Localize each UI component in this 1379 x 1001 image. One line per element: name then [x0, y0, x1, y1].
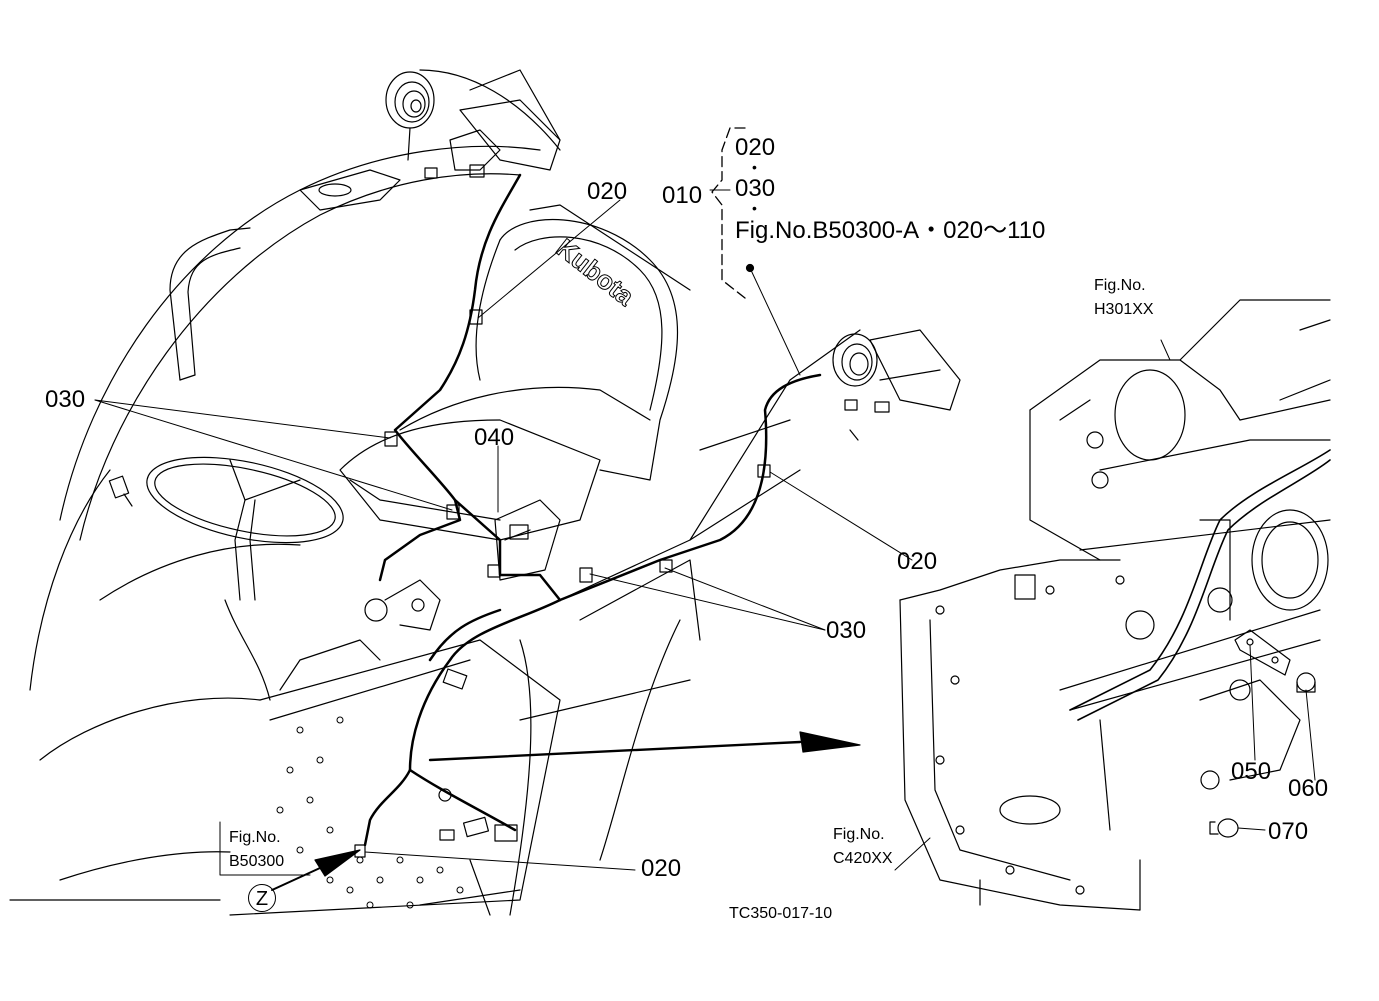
callout-020-right: 020: [897, 548, 938, 575]
leader-lines: [94, 189, 1316, 871]
callout-060: 060: [1288, 775, 1329, 802]
transmission-harness: [1069, 449, 1331, 721]
transmission-housing: [899, 299, 1331, 911]
left-connector: [108, 475, 133, 507]
callout-030-mid: 030: [826, 617, 867, 644]
group-bracket-010: [711, 127, 746, 299]
operator-seat: [339, 204, 691, 541]
steering-wheel: [146, 456, 344, 701]
figref-frame: [219, 821, 311, 876]
view-arrow-right: [428, 740, 802, 762]
figref-c420-line2: C420XX: [833, 850, 893, 867]
callout-030-group: 030: [735, 175, 776, 202]
callout-020-group: 020: [735, 134, 776, 161]
drawing-code: TC350-017-10: [729, 905, 833, 922]
separator-dot-2: •: [752, 200, 757, 216]
figref-b503-line1: Fig.No.: [229, 829, 281, 846]
figref-c420-line1: Fig.No.: [833, 826, 885, 843]
callout-020-bottom: 020: [641, 855, 682, 882]
bracket-050: [1234, 629, 1291, 676]
floor-connectors: [438, 788, 518, 842]
figref-b503-line2: B50300: [229, 853, 285, 870]
harness-clips: [354, 309, 771, 858]
right-work-light: [832, 329, 961, 441]
fender-plate: [299, 169, 401, 211]
bracket-figure-ref: Fig.No.B50300-A・020～110: [735, 217, 1046, 244]
view-arrow-z: [271, 867, 321, 891]
callout-050: 050: [1231, 758, 1272, 785]
view-arrow-head-right: [799, 731, 861, 753]
grab-handle: [169, 227, 251, 381]
callout-020-seat: 020: [587, 178, 628, 205]
seat-brand-logo: Kubota: [551, 233, 640, 312]
view-marker-z: Z: [248, 884, 276, 912]
switch-assembly: [364, 579, 441, 631]
seat-switch-bracket: [494, 499, 561, 581]
callout-030-left: 030: [45, 386, 86, 413]
view-arrow-head-z: [314, 849, 361, 877]
callout-010: 010: [662, 182, 703, 209]
right-fender-frame: [509, 329, 861, 916]
figref-h301-line1: Fig.No.: [1094, 277, 1146, 294]
tractor-fender-outline: [9, 69, 561, 901]
floor-plate-pattern: [276, 716, 464, 909]
bolt-070: [1209, 818, 1239, 838]
callout-070: 070: [1268, 818, 1309, 845]
wiring-harness: [363, 173, 822, 847]
operator-platform: [229, 639, 561, 916]
callout-040: 040: [474, 424, 515, 451]
bolt-060: [1296, 672, 1316, 693]
figref-h301-line2: H301XX: [1094, 301, 1154, 318]
leader-dot: [745, 263, 755, 273]
separator-dot-1: •: [752, 159, 757, 175]
left-work-light: [385, 71, 561, 179]
